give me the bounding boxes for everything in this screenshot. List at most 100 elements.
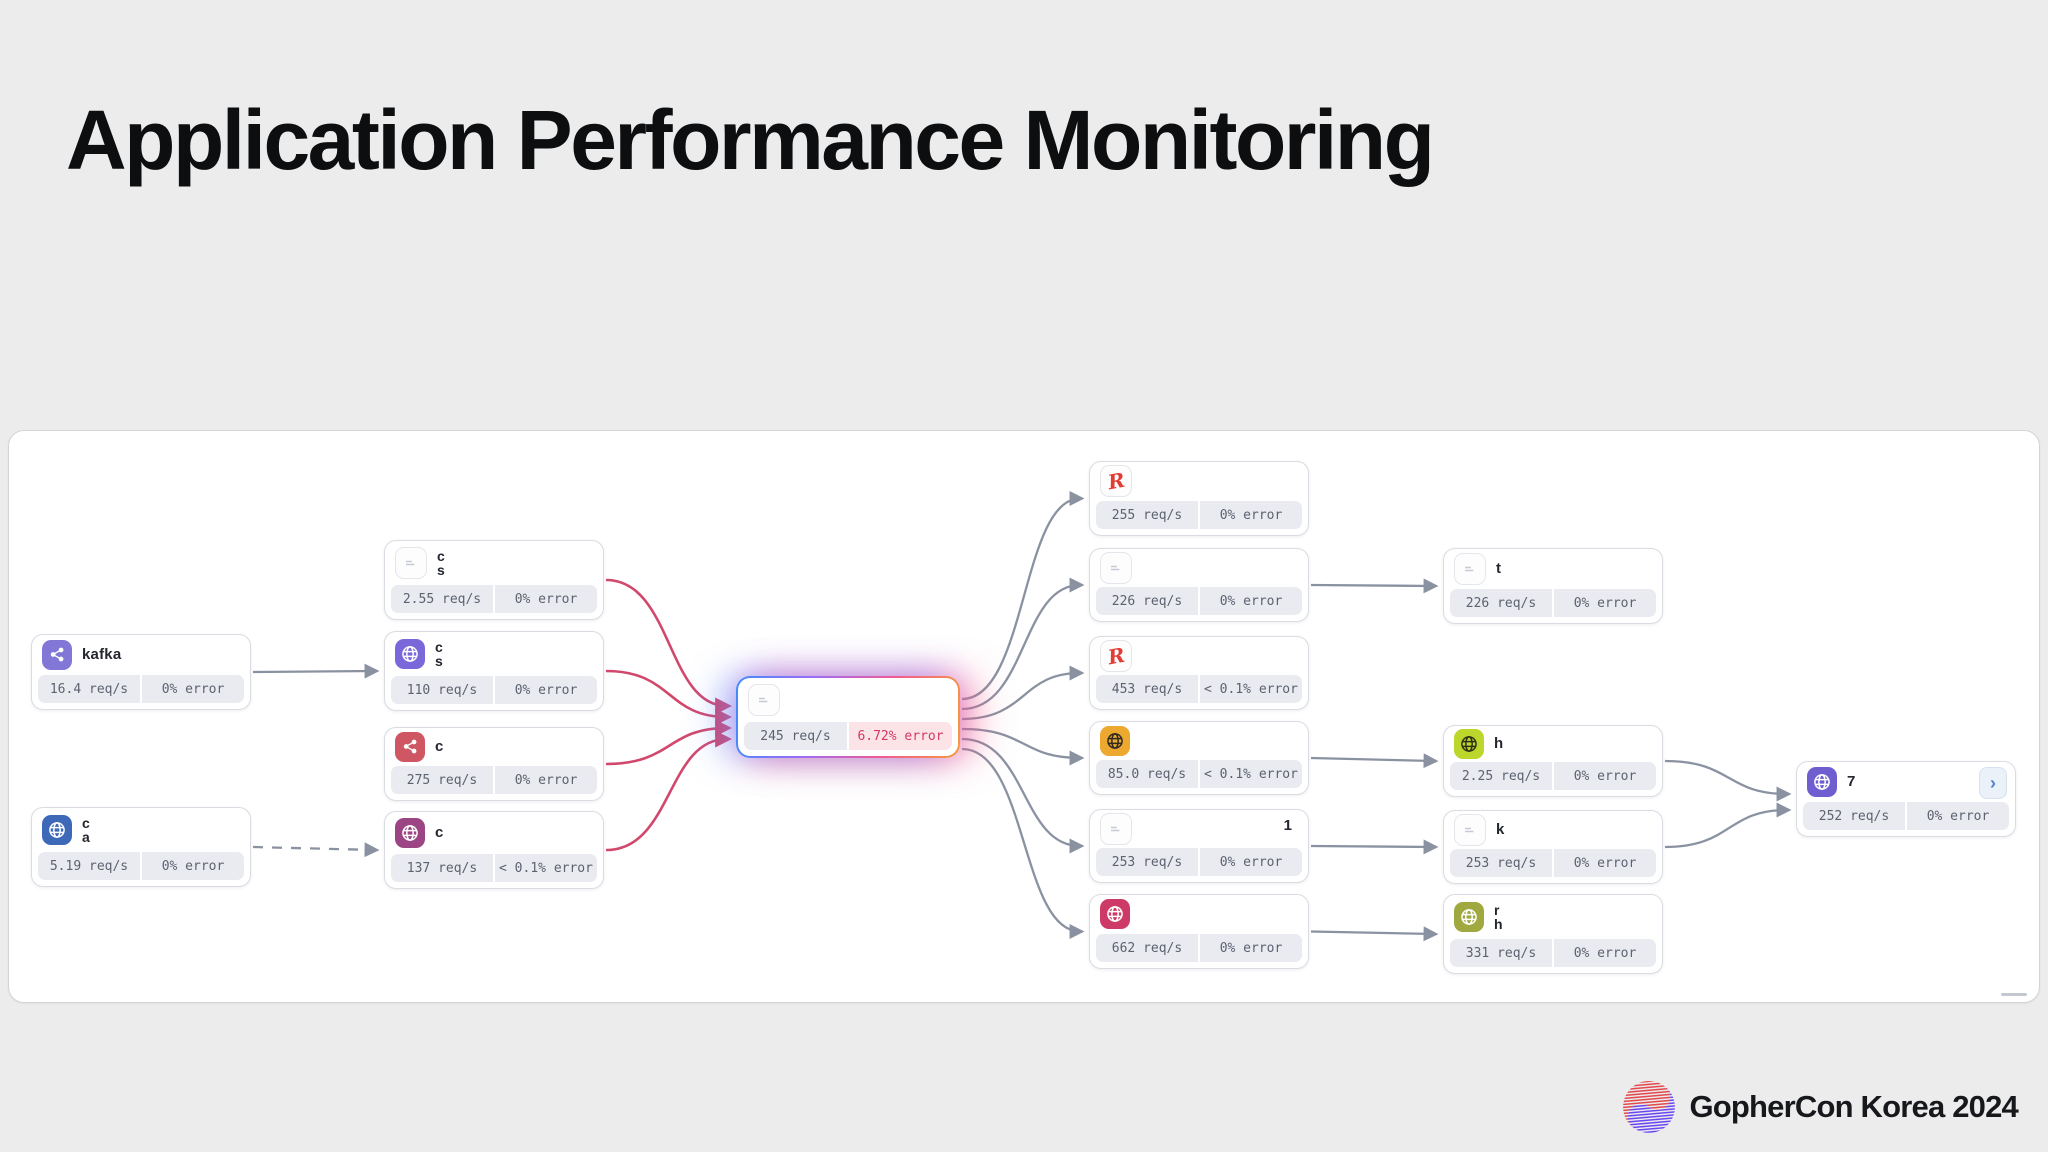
slide-title: Application Performance Monitoring bbox=[66, 93, 1435, 187]
error-rate-stat: 0% error bbox=[1554, 762, 1656, 790]
throughput-stat: 5.19 req/s bbox=[38, 852, 140, 880]
service-node-c3-4[interactable]: 85.0 req/s< 0.1% error bbox=[1089, 721, 1309, 795]
service-name-suffix: 1 bbox=[1283, 817, 1292, 834]
edge-center-c3-2 bbox=[961, 577, 1085, 711]
service-name-label: t bbox=[1496, 561, 1501, 576]
globe-icon bbox=[1807, 766, 1837, 797]
kafka-share-icon bbox=[42, 639, 72, 670]
taegeuk-logo-icon bbox=[1623, 1081, 1676, 1133]
error-rate-stat: 0% error bbox=[1200, 501, 1302, 529]
throughput-stat: 253 req/s bbox=[1450, 849, 1552, 877]
service-name-label: 7 bbox=[1847, 774, 1856, 789]
throughput-stat: 253 req/s bbox=[1096, 848, 1198, 876]
edge-center-c3-6 bbox=[961, 747, 1085, 939]
error-rate-stat: 0% error bbox=[1200, 587, 1302, 615]
horizontal-scrollbar[interactable] bbox=[2001, 993, 2027, 996]
edge-center-c3-4 bbox=[961, 727, 1085, 766]
throughput-stat: 453 req/s bbox=[1096, 675, 1198, 703]
error-rate-stat: 0% error bbox=[142, 852, 244, 880]
throughput-stat: 662 req/s bbox=[1096, 934, 1198, 962]
logo-text: GopherCon Korea 2024 bbox=[1689, 1089, 2018, 1124]
error-rate-stat: 0% error bbox=[1200, 934, 1302, 962]
throughput-stat: 2.55 req/s bbox=[391, 585, 493, 613]
globe-icon bbox=[1454, 728, 1484, 759]
edge-center-c3-5 bbox=[961, 737, 1085, 854]
edge-c2-3-center bbox=[605, 719, 733, 766]
service-name-line: h bbox=[1494, 735, 1504, 752]
error-rate-stat: < 0.1% error bbox=[1200, 760, 1302, 788]
throughput-stat: 331 req/s bbox=[1450, 939, 1552, 967]
service-name-line: a bbox=[82, 828, 90, 845]
node-header: R bbox=[1090, 462, 1308, 497]
service-name-line: c bbox=[82, 814, 90, 831]
throughput-stat: 226 req/s bbox=[1096, 587, 1198, 615]
throughput-stat: 245 req/s bbox=[744, 722, 847, 750]
edge-c3-2-c4-A bbox=[1310, 578, 1439, 594]
error-rate-stat: 0% error bbox=[1554, 589, 1656, 617]
globe-icon bbox=[1100, 725, 1130, 756]
edge-c3-6-c4-D bbox=[1310, 926, 1439, 942]
service-name-line: s bbox=[435, 652, 443, 669]
grpc-icon bbox=[748, 683, 780, 716]
edge-leftb-c2-4 bbox=[252, 842, 380, 858]
node-header: c bbox=[385, 728, 603, 762]
service-map-edges bbox=[252, 491, 1792, 942]
edge-center-c3-1 bbox=[961, 491, 1085, 701]
throughput-stat: 16.4 req/s bbox=[38, 675, 140, 703]
chevron-right-icon: › bbox=[1990, 772, 1996, 793]
service-name-line: c bbox=[435, 824, 444, 841]
edge-c4-B-c5 bbox=[1664, 759, 1792, 802]
service-name-label: kafka bbox=[82, 647, 121, 662]
throughput-stat: 85.0 req/s bbox=[1096, 760, 1198, 788]
globe-icon bbox=[395, 638, 425, 669]
error-rate-stat: 0% error bbox=[495, 766, 597, 794]
throughput-stat: 137 req/s bbox=[391, 854, 493, 882]
node-header: kafka bbox=[32, 635, 250, 671]
node-header bbox=[738, 678, 958, 718]
gophercon-logo: GopherCon Korea 2024 bbox=[1622, 1080, 2019, 1134]
grpc-icon bbox=[395, 546, 427, 579]
edge-c4-C-c5 bbox=[1664, 802, 1792, 849]
service-name-line: c bbox=[435, 738, 444, 755]
service-name-line: kafka bbox=[82, 646, 122, 663]
grpc-icon bbox=[1454, 813, 1486, 846]
throughput-stat: 110 req/s bbox=[391, 676, 493, 704]
globe-icon bbox=[1100, 899, 1130, 929]
throughput-stat: 252 req/s bbox=[1803, 802, 1905, 830]
grpc-icon bbox=[1100, 812, 1132, 845]
edge-center-c3-3 bbox=[961, 665, 1085, 721]
edge-c2-1-center bbox=[605, 578, 733, 715]
node-header bbox=[1090, 549, 1308, 584]
service-name-line: 7 bbox=[1847, 773, 1856, 790]
node-expand-button[interactable]: › bbox=[1979, 767, 2007, 799]
